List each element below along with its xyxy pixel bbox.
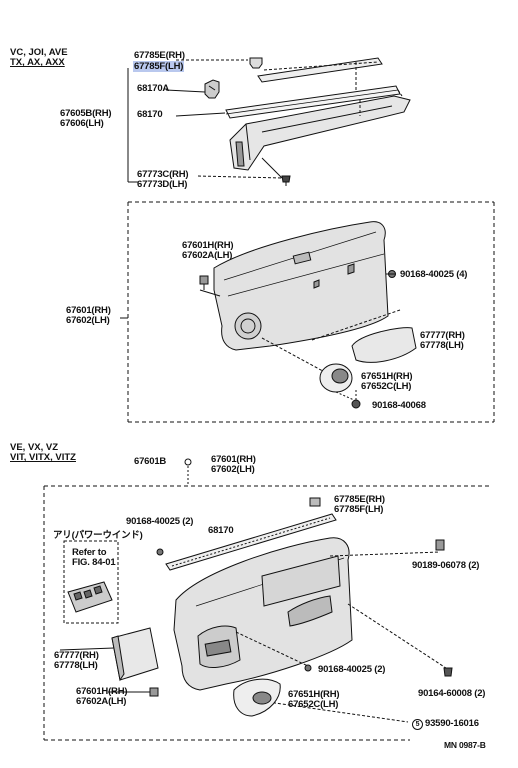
clip-67601h-s3-icon	[149, 687, 159, 697]
upper-molding-strip-icon	[257, 57, 383, 96]
label-67652c[interactable]: 67652C(LH)	[361, 381, 412, 392]
label-67785f[interactable]: 67785F(LH)	[133, 61, 185, 72]
label-refer-to: Refer to	[72, 547, 107, 558]
label-67601h-s3[interactable]: 67601H(RH)	[76, 686, 128, 697]
label-67777-s3[interactable]: 67777(RH)	[54, 650, 99, 661]
screw-90164-60008-icon	[443, 667, 453, 677]
screw-90168-40025-s3-icon	[156, 548, 164, 556]
label-67602a[interactable]: 67602A(LH)	[182, 250, 233, 261]
clip-67601b-icon	[184, 458, 192, 486]
clip-67785e-icon	[249, 57, 263, 69]
label-67785e[interactable]: 67785E(RH)	[134, 50, 185, 61]
screw-67773c-icon	[281, 175, 291, 186]
diagram-number: MN 0987-B	[444, 740, 486, 750]
label-67777[interactable]: 67777(RH)	[420, 330, 465, 341]
label-67651h[interactable]: 67651H(RH)	[361, 371, 413, 382]
pocket-67777-s3-icon	[111, 627, 159, 682]
label-90164-60008[interactable]: 90164-60008 (2)	[418, 688, 486, 699]
label-90168-40025-4[interactable]: 90168-40025 (4)	[400, 269, 468, 280]
screw-90168-40025-s3b-icon	[304, 664, 312, 672]
label-68170a[interactable]: 68170A	[137, 83, 170, 94]
label-67651h-s3[interactable]: 67651H(RH)	[288, 689, 340, 700]
label-67601-s3[interactable]: 67601(RH)	[211, 454, 256, 465]
screw-90168-40025-icon	[386, 270, 396, 278]
label-67602a-s3[interactable]: 67602A(LH)	[76, 696, 127, 707]
label-67601[interactable]: 67601(RH)	[66, 305, 111, 316]
label-68170[interactable]: 68170	[137, 109, 163, 120]
label-90168-40025-2[interactable]: 90168-40025 (2)	[126, 516, 194, 527]
label-67602[interactable]: 67602(LH)	[66, 315, 110, 326]
label-67606[interactable]: 67606(LH)	[60, 118, 104, 129]
label-67778-s3[interactable]: 67778(LH)	[54, 660, 98, 671]
screw-90168-40068-icon	[335, 390, 361, 409]
speaker-grille-s3-icon	[233, 678, 281, 717]
section3-header-line2: VIT, VITX, VITZ	[10, 452, 76, 463]
label-67601h[interactable]: 67601H(RH)	[182, 240, 234, 251]
label-67785f-s3[interactable]: 67785F(LH)	[334, 504, 384, 515]
section1-header-line1: VC, JOI, AVE	[10, 47, 68, 58]
refer-box-frame	[63, 540, 119, 624]
clip-68170a-icon	[204, 79, 220, 99]
label-67773c[interactable]: 67773C(RH)	[137, 169, 189, 180]
section3-header-line1: VE, VX, VZ	[10, 442, 59, 453]
label-67652c-s3[interactable]: 67652C(LH)	[288, 699, 339, 710]
power-window-switch-icon	[67, 581, 113, 613]
link-refer-fig[interactable]: FIG. 84-01	[72, 557, 116, 568]
clip-90189-06078-icon	[435, 539, 445, 551]
armrest-panel-67605b-icon	[229, 95, 411, 171]
speaker-grille-67651h-icon	[319, 363, 353, 393]
door-trim-board-icon	[199, 221, 401, 377]
section1-lines	[127, 59, 283, 183]
label-67778[interactable]: 67778(LH)	[420, 340, 464, 351]
label-67605b[interactable]: 67605B(RH)	[60, 108, 112, 119]
label-power-window-note: アリ(パワーウインド)	[53, 530, 143, 541]
label-90168-40025-2b[interactable]: 90168-40025 (2)	[318, 664, 386, 675]
pocket-67777-icon	[351, 327, 417, 363]
clip-67785e-s3-icon	[309, 497, 321, 507]
label-67601b[interactable]: 67601B	[134, 456, 167, 467]
door-trim-s3-icon	[173, 537, 447, 723]
label-90189-06078[interactable]: 90189-06078 (2)	[412, 560, 480, 571]
label-68170-s3[interactable]: 68170	[208, 525, 234, 536]
circle-mark-icon: 5	[412, 719, 423, 730]
section3-frame	[43, 485, 490, 741]
label-90168-40068[interactable]: 90168-40068	[372, 400, 426, 411]
weatherstrip-s3-icon	[165, 513, 337, 571]
label-67602-s3[interactable]: 67602(LH)	[211, 464, 255, 475]
weatherstrip-68170-icon	[225, 85, 403, 119]
clip-67601h-icon	[199, 275, 209, 290]
label-67773d[interactable]: 67773D(LH)	[137, 179, 188, 190]
section2-frame	[127, 201, 495, 423]
label-67785e-s3[interactable]: 67785E(RH)	[334, 494, 385, 505]
section1-header-line2: TX, AX, AXX	[10, 57, 65, 68]
